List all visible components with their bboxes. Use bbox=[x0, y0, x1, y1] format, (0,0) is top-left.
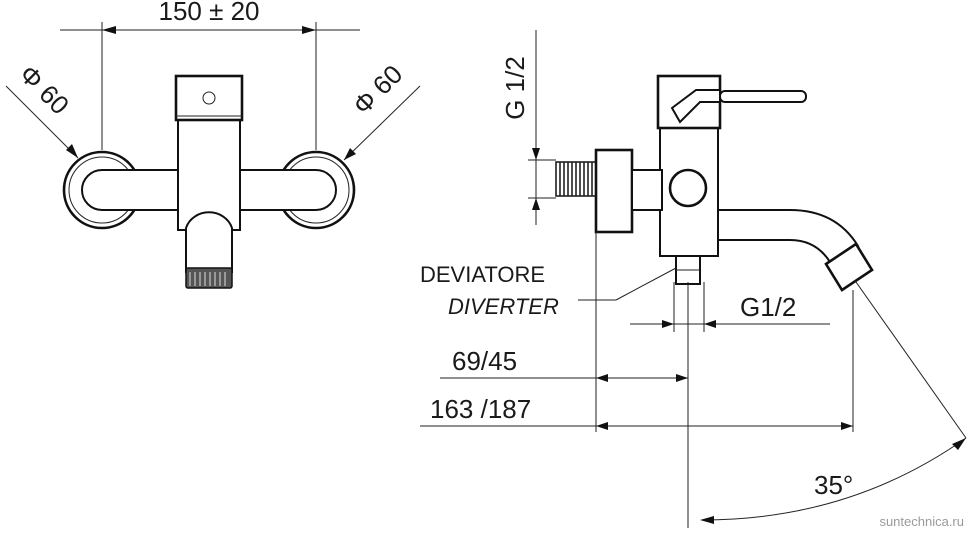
long-dimension: 163 /187 bbox=[420, 394, 853, 430]
side-flange bbox=[594, 148, 634, 234]
diverter-label-it: DEVIATORE bbox=[420, 262, 545, 287]
spout-nozzle bbox=[824, 242, 874, 292]
width-dimension: 150 ± 20 bbox=[60, 0, 360, 150]
cartridge-cap bbox=[174, 74, 244, 122]
handle-rod bbox=[719, 90, 807, 103]
left-arm bbox=[81, 169, 183, 211]
front-spout bbox=[185, 211, 233, 273]
outlet-thread-dimension: G1/2 bbox=[630, 282, 830, 332]
right-arm bbox=[235, 169, 337, 211]
left-diam-label: Φ 60 bbox=[14, 59, 75, 120]
right-diameter-callout: Φ 60 bbox=[343, 59, 421, 161]
inlet-thread-dimension: G 1/2 bbox=[500, 30, 556, 225]
long-dim-label: 163 /187 bbox=[430, 394, 531, 424]
spout bbox=[717, 209, 860, 264]
watermark: suntechnica.ru bbox=[879, 514, 964, 529]
short-dim-label: 69/45 bbox=[452, 346, 517, 376]
side-arm bbox=[631, 169, 663, 211]
short-dimension: 69/45 bbox=[440, 346, 688, 382]
front-view: 150 ± 20 Φ 60 Φ 60 bbox=[5, 0, 421, 289]
inlet-thread bbox=[555, 161, 597, 197]
cap-screw-icon bbox=[202, 91, 216, 105]
side-view: G 1/2 DEVIATORE DIVERTER bbox=[420, 30, 967, 528]
width-dim-label: 150 ± 20 bbox=[158, 0, 259, 26]
handle-lever bbox=[670, 89, 721, 124]
diverter-knob-icon bbox=[668, 168, 708, 208]
left-diameter-callout: Φ 60 bbox=[5, 59, 79, 159]
angle-dimension: 35° bbox=[700, 281, 967, 524]
inlet-thread-label: G 1/2 bbox=[500, 56, 530, 120]
diverter-label-en: DIVERTER bbox=[448, 294, 559, 319]
outlet-thread-label: G1/2 bbox=[740, 292, 796, 322]
right-diam-label: Φ 60 bbox=[347, 59, 408, 120]
aerator-icon bbox=[185, 267, 233, 289]
angle-label: 35° bbox=[814, 470, 853, 500]
